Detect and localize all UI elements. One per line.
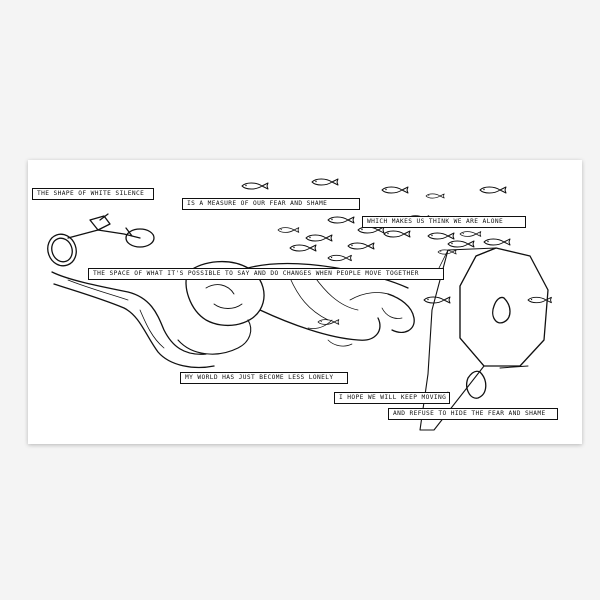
fish-drawing <box>437 249 457 255</box>
caption-think-alone: which makes us think we are alone <box>362 216 526 228</box>
fish-drawing <box>277 227 300 233</box>
fish-drawing <box>483 238 511 246</box>
fish-drawing <box>423 296 451 304</box>
flowing-scarf-drawing <box>51 271 252 369</box>
fish-drawing <box>427 232 455 240</box>
fish-drawing <box>425 193 445 199</box>
caption-refuse-to-hide: and refuse to hide the fear and shame <box>388 408 558 420</box>
caption-keep-moving: I hope we will keep moving <box>334 392 450 404</box>
octagon-drum-drawing <box>419 247 549 431</box>
fish-drawing <box>327 216 355 224</box>
fish-drawing <box>383 230 411 238</box>
caption-white-silence: The shape of white silence <box>32 188 154 200</box>
fish-drawing <box>241 182 269 190</box>
fish-drawing <box>479 186 507 194</box>
fish-drawing <box>327 254 352 262</box>
fish-drawing <box>447 240 475 248</box>
art-print: The shape of white silence is a measure … <box>28 160 582 444</box>
fish-drawing <box>381 186 409 194</box>
fish-drawing <box>527 296 552 304</box>
caption-people-move-together: The space of what it's possible to say a… <box>88 268 444 280</box>
fish-drawing <box>289 244 317 252</box>
caption-less-lonely: my world has just become less lonely <box>180 372 348 384</box>
fish-drawing <box>305 234 333 242</box>
fish-drawing <box>311 178 339 186</box>
bicycle-drawing <box>47 213 155 267</box>
fish-drawing <box>459 231 482 237</box>
fish-drawing <box>347 242 375 250</box>
fish-drawing <box>317 319 340 325</box>
caption-fear-and-shame: is a measure of our fear and shame <box>182 198 360 210</box>
